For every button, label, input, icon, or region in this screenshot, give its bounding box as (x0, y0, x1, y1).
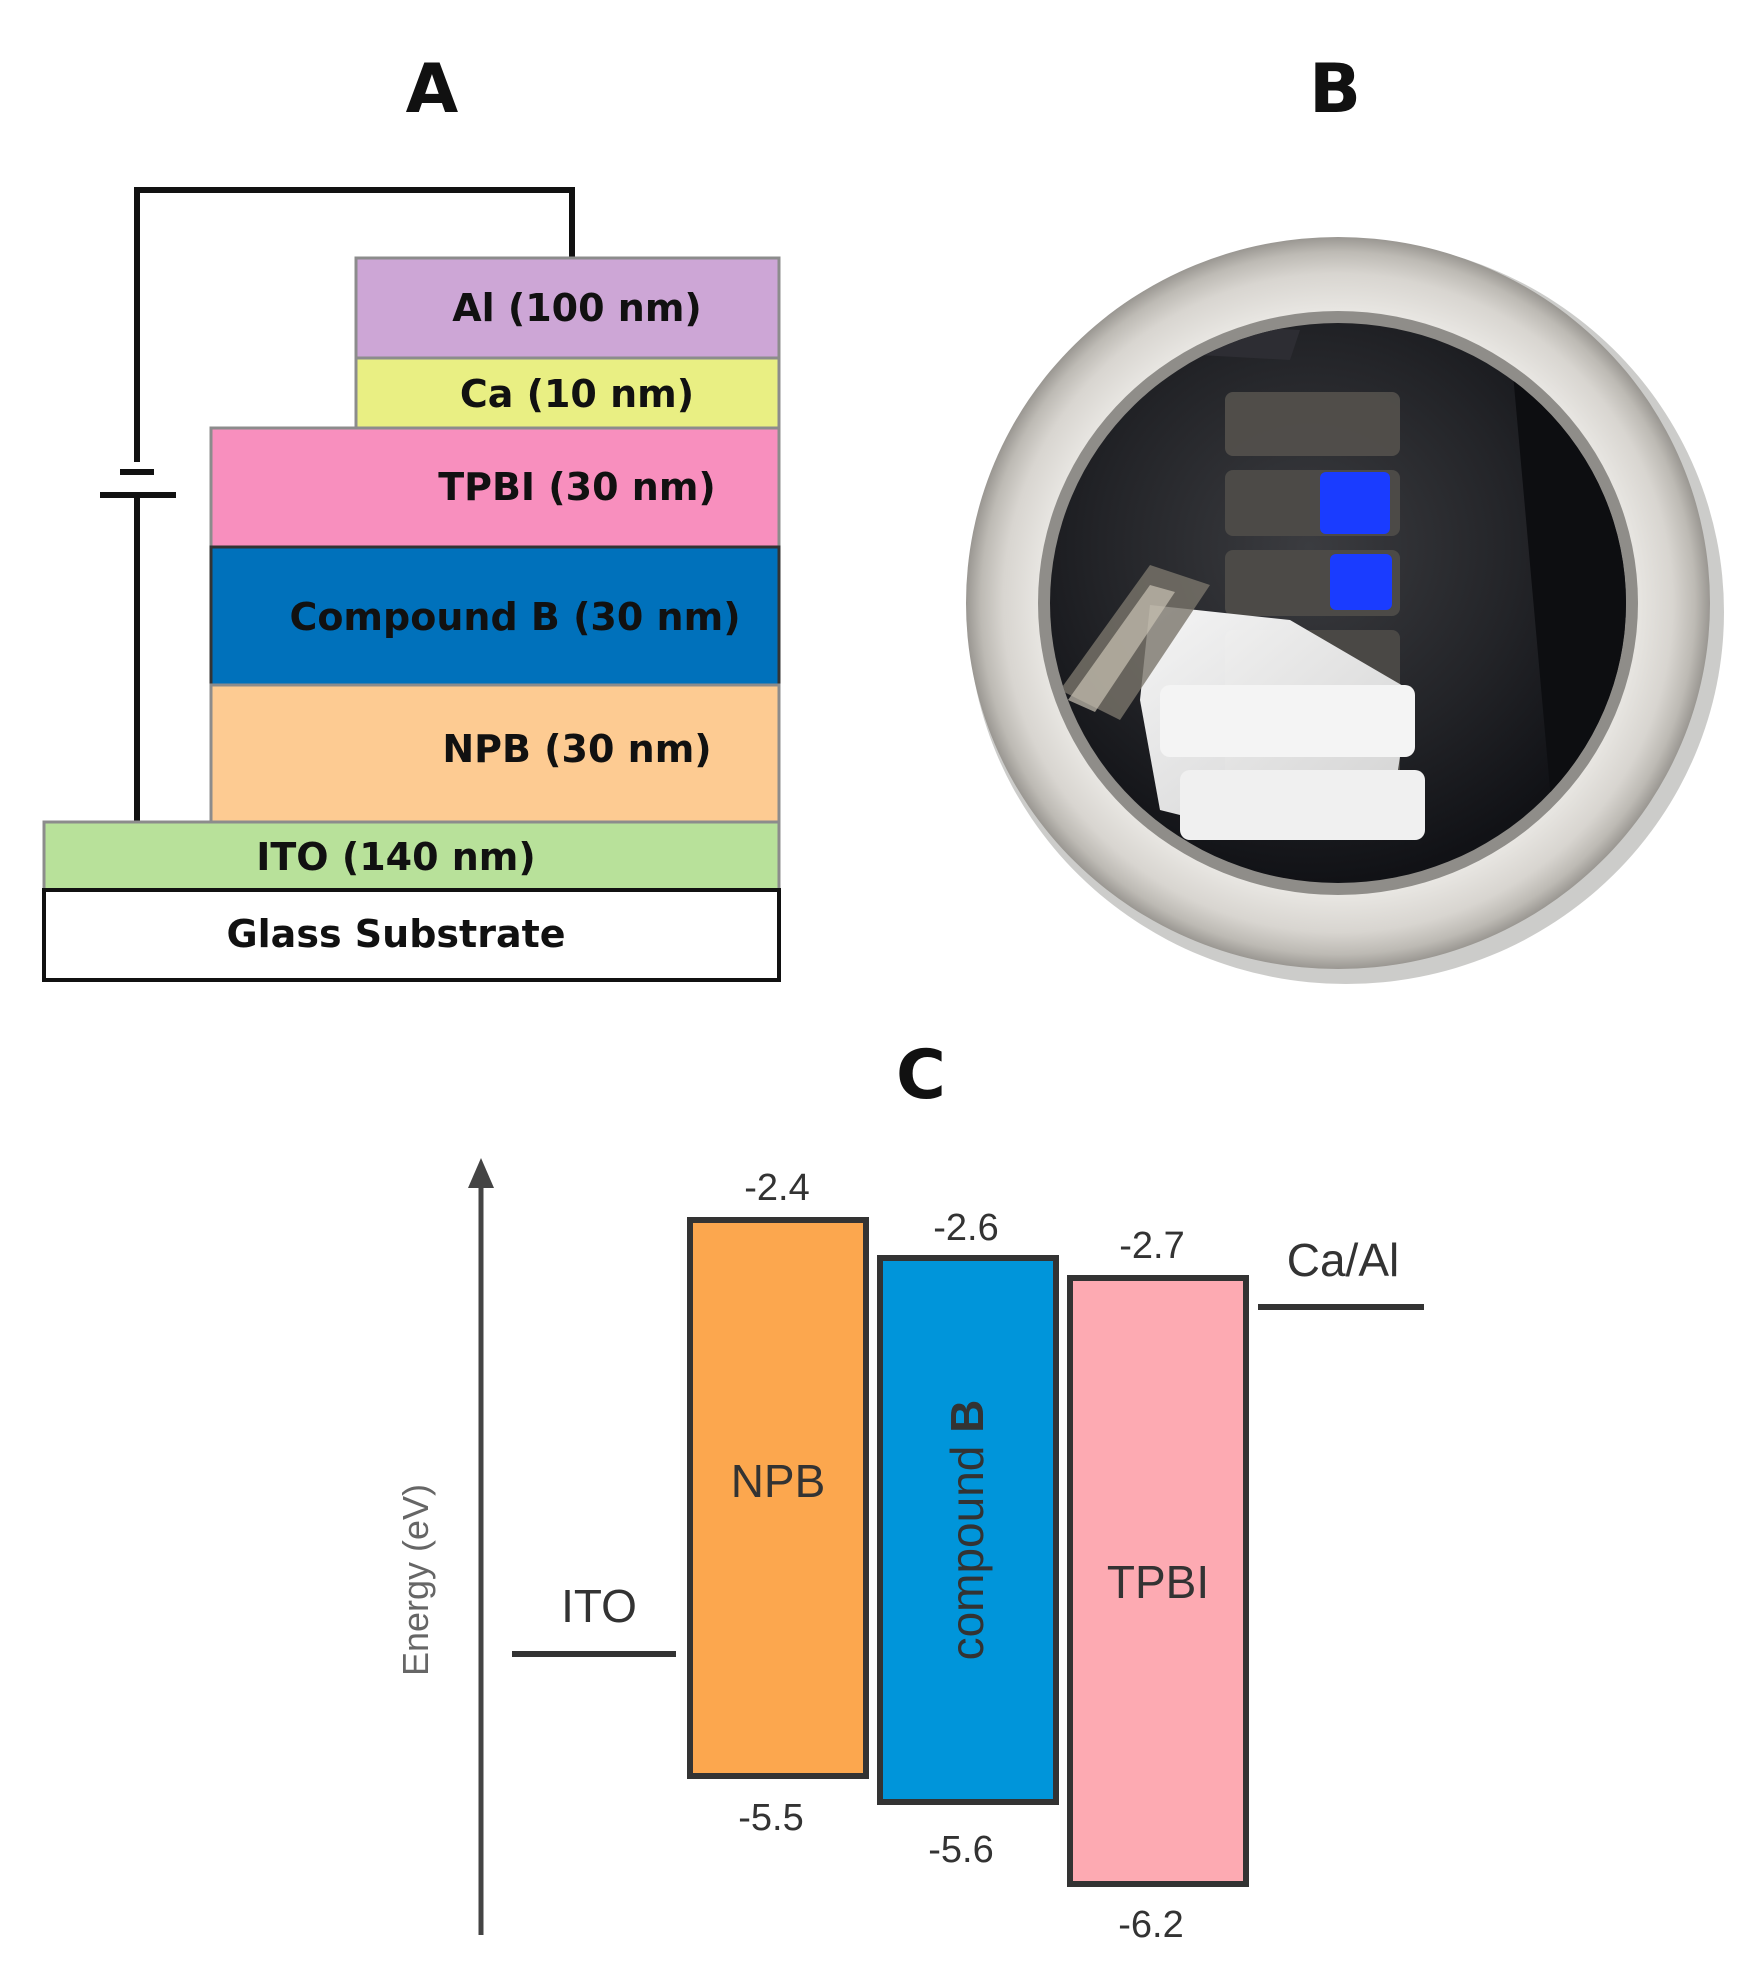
energy-axis-arrow (468, 1158, 494, 1188)
layer-tpbi-label: TPBI (30 nm) (438, 465, 716, 509)
emitting-pixel-1 (1320, 472, 1390, 534)
clip-highlight (1068, 585, 1175, 712)
compound-b-lumo: -2.6 (933, 1207, 998, 1249)
compound-b-label: compound B (941, 1400, 993, 1661)
npb-lumo: -2.4 (744, 1167, 809, 1209)
panel-label-c: C (896, 1036, 946, 1115)
glare-strip-1 (1160, 685, 1415, 757)
device-photo (966, 237, 1724, 984)
layer-npb (209, 683, 781, 824)
layer-ca-label: Ca (10 nm) (460, 372, 694, 416)
layer-ito (42, 820, 781, 892)
layer-tpbi (209, 426, 781, 549)
layer-compound-b (209, 545, 781, 687)
npb-block (687, 1217, 869, 1779)
npb-label: NPB (731, 1455, 826, 1507)
tpbi-label: TPBI (1107, 1556, 1209, 1608)
tpbi-homo: -6.2 (1118, 1904, 1183, 1946)
npb-homo: -5.5 (738, 1797, 803, 1839)
glare-strip-2 (1180, 770, 1425, 840)
layer-glass (42, 888, 781, 982)
substrate-edge (1450, 323, 1626, 883)
layer-ito-label: ITO (140 nm) (256, 835, 536, 879)
compound-b-label-plain: compound (941, 1433, 993, 1661)
compound-b-block (877, 1255, 1059, 1805)
compound-b-label-bold: B (941, 1400, 993, 1433)
tpbi-lumo: -2.7 (1119, 1225, 1184, 1267)
panel-label-b: B (1309, 50, 1361, 129)
ito-label: ITO (561, 1580, 637, 1632)
tpbi-block (1067, 1275, 1249, 1887)
layer-glass-label: Glass Substrate (226, 912, 565, 956)
pixel-1 (1225, 392, 1400, 456)
energy-diagram: Energy (eV) ITO Ca/Al NPB -2.4 -5.5 comp… (395, 1158, 1424, 1946)
cathode-label: Ca/Al (1287, 1234, 1399, 1286)
circuit-wire-top (134, 187, 575, 462)
panel-label-a: A (406, 50, 459, 129)
emitting-pixel-2 (1330, 554, 1392, 610)
layer-al (354, 256, 781, 360)
energy-axis-label: Energy (eV) (395, 1484, 436, 1676)
device-stack: Al (100 nm) Ca (10 nm) TPBI (30 nm) Comp… (42, 187, 781, 982)
compound-b-homo: -5.6 (928, 1829, 993, 1871)
layer-compound-b-label: Compound B (30 nm) (289, 595, 740, 639)
layer-npb-label: NPB (30 nm) (442, 727, 711, 771)
layer-al-label: Al (100 nm) (452, 286, 702, 330)
